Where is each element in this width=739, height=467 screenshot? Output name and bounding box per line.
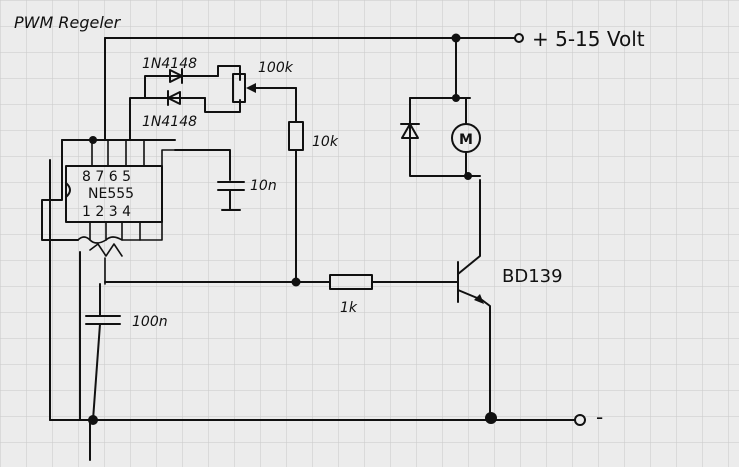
junction-dot xyxy=(464,172,472,180)
diode-1n4148-bottom xyxy=(167,90,181,106)
ic-bottom-pins: 1 2 3 4 xyxy=(82,204,131,220)
flyback-diode xyxy=(400,123,420,139)
cap-10n-label: 10n xyxy=(250,178,277,194)
ic-top-pin-stubs xyxy=(91,139,145,167)
diode-bottom-label: 1N4148 xyxy=(142,114,197,130)
wire-100n-ground xyxy=(92,323,101,421)
ic-bottom-pin-stubs xyxy=(89,221,141,241)
diode-1n4148-top xyxy=(169,68,183,84)
wiper-arrow xyxy=(246,83,256,93)
diode-top-label: 1N4148 xyxy=(142,56,197,72)
wire-to-10n xyxy=(174,149,231,181)
junction-dot xyxy=(291,277,301,287)
cap-10n-ground xyxy=(221,189,241,211)
wire-pot-bottom xyxy=(204,97,241,113)
ground-rail xyxy=(49,412,586,461)
transistor-bd139 xyxy=(457,179,491,419)
ic-top-pins: 8 7 6 5 xyxy=(82,169,131,185)
motor-label: M xyxy=(459,132,473,148)
resistor-10k-label: 10k xyxy=(312,134,339,150)
potentiometer-100k xyxy=(232,73,246,103)
pot-label: 100k xyxy=(258,60,294,76)
resistor-1k-label: 1k xyxy=(340,300,358,316)
ground-label: - xyxy=(596,405,603,429)
ic-name: NE555 xyxy=(88,186,134,202)
wire-load-top xyxy=(409,97,471,125)
capacitor-100n xyxy=(85,315,121,325)
wire-hop xyxy=(89,243,123,285)
transistor-label: BD139 xyxy=(502,266,563,287)
wire-diode-top xyxy=(144,75,219,99)
wire-left-loop xyxy=(41,139,79,241)
cap-100n-label: 100n xyxy=(132,314,168,330)
wire-pins-crossing xyxy=(77,149,176,244)
supply-label: + 5-15 Volt xyxy=(532,27,645,51)
diagram-title: PWM Regeler xyxy=(14,13,122,32)
